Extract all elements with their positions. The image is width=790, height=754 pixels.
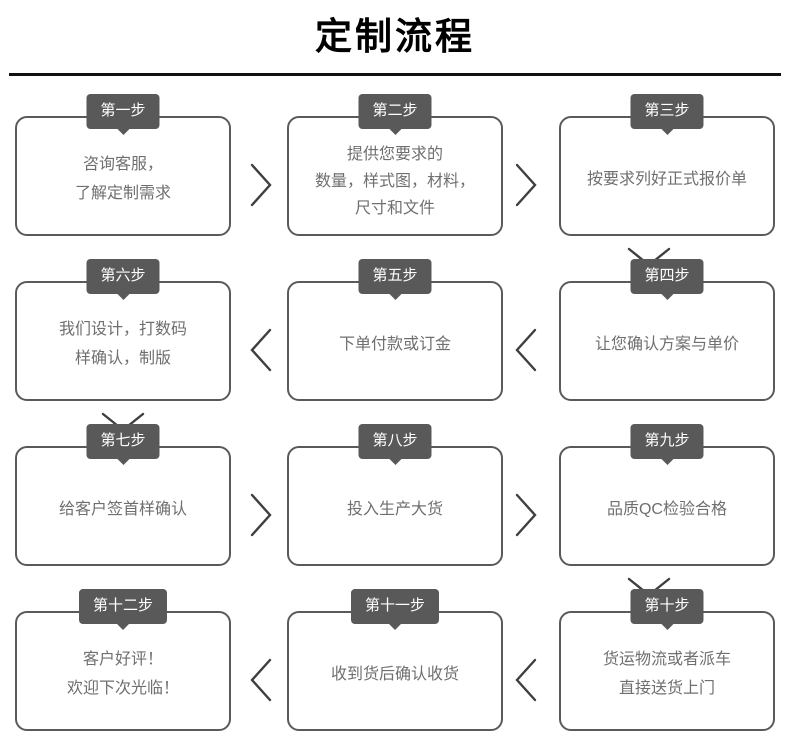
step-box	[15, 446, 231, 566]
flow-step-7[interactable]: 第七步 给客户签首样确认	[15, 424, 231, 566]
step-box	[287, 446, 503, 566]
step-badge: 第四步	[630, 259, 704, 294]
chevron-left-icon	[511, 657, 541, 703]
step-text: 收到货后确认收货	[330, 665, 459, 683]
page-header: 定制流程	[0, 0, 790, 76]
chevron-right-icon	[246, 162, 276, 208]
step-text: 客户好评！ 欢迎下次光临！	[66, 651, 179, 697]
flow-step-4[interactable]: 第四步 让您确认方案与单价	[559, 259, 775, 401]
flow-step-9[interactable]: 第九步 品质QC检验合格	[559, 424, 775, 566]
step-badge: 第八步	[358, 424, 432, 459]
flow-row-4: 第十二步 客户好评！ 欢迎下次光临！ 第十一步 收到货后确认收货 第十步 货运物…	[0, 589, 790, 754]
step-badge: 第九步	[630, 424, 704, 459]
step-badge: 第二步	[358, 94, 432, 129]
step-badge: 第五步	[358, 259, 432, 294]
chevron-left-icon	[246, 657, 276, 703]
title-divider	[9, 73, 781, 76]
step-text: 货运物流或者派车 直接送货上门	[602, 651, 731, 697]
chevron-left-icon	[246, 327, 276, 373]
chevron-left-icon	[511, 327, 541, 373]
page-title: 定制流程	[315, 15, 475, 58]
flow-step-10[interactable]: 第十步 货运物流或者派车 直接送货上门	[559, 589, 775, 731]
step-badge: 第一步	[86, 94, 160, 129]
step-badge: 第七步	[86, 424, 160, 459]
flow-step-12[interactable]: 第十二步 客户好评！ 欢迎下次光临！	[15, 589, 231, 731]
chevron-right-icon	[511, 162, 541, 208]
step-box	[559, 611, 775, 731]
flow-row-3: 第七步 给客户签首样确认 第八步 投入生产大货 第九步 品质QC检验合格	[0, 424, 790, 597]
step-box	[15, 281, 231, 401]
chevron-right-icon	[511, 492, 541, 538]
flow-step-2[interactable]: 第二步 提供您要求的 数量，样式图，材料， 尺寸和文件	[287, 94, 503, 236]
flow-row-2: 第六步 我们设计，打数码 样确认，制版 第五步 下单付款或订金 第四步 让您确认…	[0, 259, 790, 432]
flow-container: 第一步 咨询客服， 了解定制需求 第二步 提供您要求的 数量，样式图，材料， 尺…	[0, 94, 790, 754]
flow-row-1: 第一步 咨询客服， 了解定制需求 第二步 提供您要求的 数量，样式图，材料， 尺…	[0, 94, 790, 267]
step-box	[287, 116, 503, 236]
flow-step-6[interactable]: 第六步 我们设计，打数码 样确认，制版	[15, 259, 231, 401]
step-text: 我们设计，打数码 样确认，制版	[58, 321, 187, 367]
step-badge: 第六步	[86, 259, 160, 294]
step-text: 咨询客服， 了解定制需求	[74, 156, 171, 202]
step-text: 下单付款或订金	[338, 335, 451, 353]
step-badge: 第十步	[630, 589, 704, 624]
step-badge: 第十二步	[78, 589, 168, 624]
flow-step-5[interactable]: 第五步 下单付款或订金	[287, 259, 503, 401]
step-text: 品质QC检验合格	[606, 500, 727, 518]
step-badge: 第十一步	[350, 589, 440, 624]
step-text: 投入生产大货	[346, 500, 443, 518]
step-box	[15, 611, 231, 731]
flow-step-11[interactable]: 第十一步 收到货后确认收货	[287, 589, 503, 731]
chevron-right-icon	[246, 492, 276, 538]
flow-step-1[interactable]: 第一步 咨询客服， 了解定制需求	[15, 94, 231, 236]
step-text: 让您确认方案与单价	[594, 335, 739, 353]
step-box	[559, 446, 775, 566]
step-text: 给客户签首样确认	[58, 500, 187, 518]
step-badge: 第三步	[630, 94, 704, 129]
step-text: 提供您要求的 数量，样式图，材料， 尺寸和文件	[314, 145, 475, 217]
flow-step-8[interactable]: 第八步 投入生产大货	[287, 424, 503, 566]
flow-step-3[interactable]: 第三步 按要求列好正式报价单	[559, 94, 775, 236]
step-text: 按要求列好正式报价单	[586, 170, 747, 188]
